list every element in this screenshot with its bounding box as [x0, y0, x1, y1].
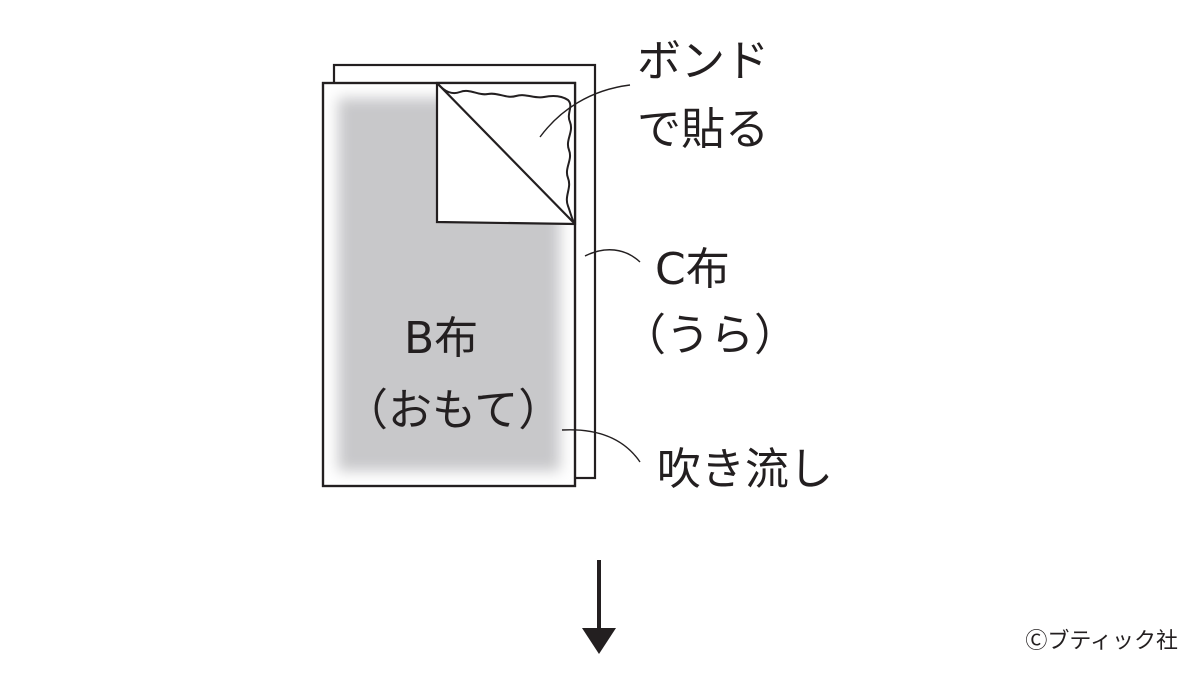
down-arrow-icon: [582, 560, 616, 654]
leader-bond: [539, 84, 631, 138]
label-c-fabric-side: （うら）: [622, 310, 798, 361]
label-fukinagashi: 吹き流し: [657, 444, 833, 495]
label-bond: ボンド: [637, 36, 769, 87]
fold-diagonal: [436, 82, 576, 225]
label-bond-paste: で貼る: [637, 104, 769, 155]
label-c-fabric: C布: [655, 244, 730, 295]
leader-c-fabric: [584, 249, 641, 263]
label-b-fabric: B布: [404, 313, 479, 364]
label-b-fabric-side: （おもて）: [344, 385, 563, 436]
copyright-notice: Ⓒブティック社: [1025, 629, 1178, 654]
leader-fukinagashi: [561, 429, 641, 463]
